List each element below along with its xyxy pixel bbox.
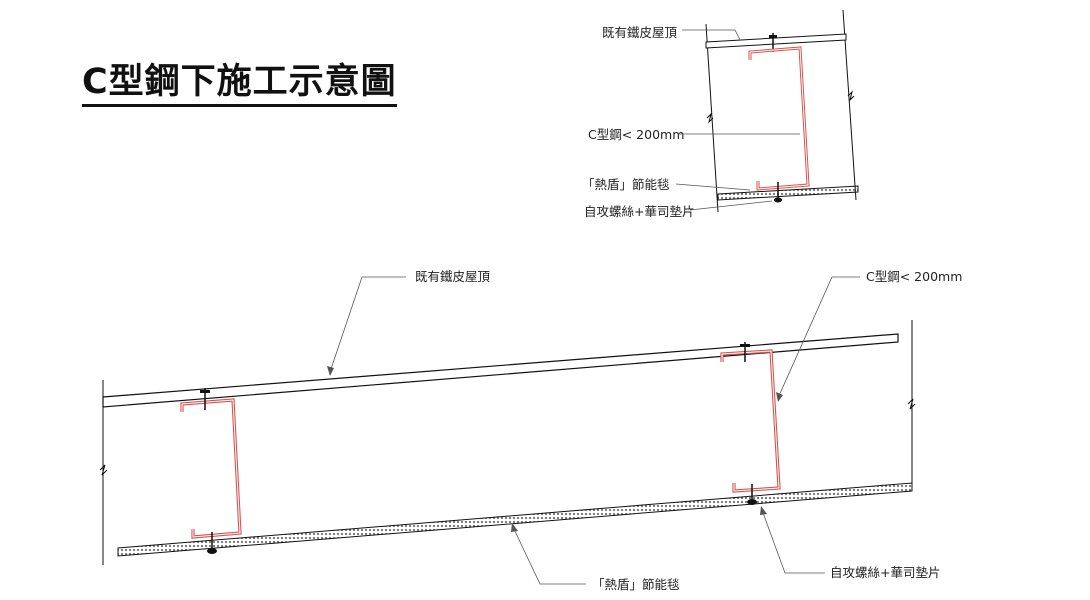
page-title: C型鋼下施工示意圖 (82, 62, 397, 107)
detail-bottom-washer (774, 197, 782, 203)
detail-roof-label: 既有鐵皮屋頂 (602, 25, 678, 40)
detail-right-boundary (842, 9, 857, 201)
main-roof-screw-right-head (740, 344, 750, 347)
main-bottom-washer-left (207, 548, 217, 554)
detail-blanket (717, 185, 859, 201)
main-roof-screw-left-head (200, 390, 210, 393)
main-roof-sheet (102, 333, 899, 408)
main-blanket (117, 482, 913, 557)
detail-blanket-label: 「熱盾」節能毯 (582, 177, 670, 192)
detail-view (675, 9, 859, 213)
main-view (99, 276, 916, 585)
main-c-beam-right-inner (721, 350, 780, 492)
main-break-mark-left (99, 464, 108, 476)
main-roof-leader-arrow (327, 366, 334, 376)
detail-blanket-leader (675, 183, 751, 191)
detail-break-mark-left (706, 112, 714, 124)
main-blanket-leader (512, 526, 586, 585)
detail-c-beam (748, 46, 810, 191)
main-c-beam-left-inner (181, 399, 241, 538)
detail-roof-leader (682, 29, 741, 41)
main-roof-leader (329, 276, 406, 373)
main-cbeam-leader-arrow (776, 392, 783, 402)
detail-left-boundary (705, 23, 719, 213)
detail-break-mark-right (847, 90, 855, 102)
main-screw-leader (761, 509, 825, 574)
main-cbeam-leader (777, 276, 860, 399)
main-screw-leader-arrow (760, 506, 767, 515)
detail-roof-sheet (705, 33, 847, 49)
main-blanket-label: 「熱盾」節能毯 (592, 577, 680, 592)
detail-screw-label: 自攻螺絲+華司墊片 (584, 204, 695, 219)
main-cbeam-label: C型鋼< 200mm (866, 269, 963, 284)
main-blanket-leader-arrow (511, 523, 518, 532)
main-bottom-washer-right (747, 499, 757, 505)
detail-cbeam-label: C型鋼< 200mm (588, 127, 685, 142)
detail-screw-leader (689, 200, 773, 211)
main-screw-label: 自攻螺絲+華司墊片 (830, 565, 941, 580)
main-roof-label: 既有鐵皮屋頂 (415, 269, 491, 284)
main-c-beam-right (720, 349, 781, 493)
main-c-beam-left (180, 398, 242, 539)
main-break-mark-right (907, 398, 916, 410)
detail-roof-screw-head (769, 35, 777, 38)
detail-c-beam-inner (749, 47, 809, 190)
